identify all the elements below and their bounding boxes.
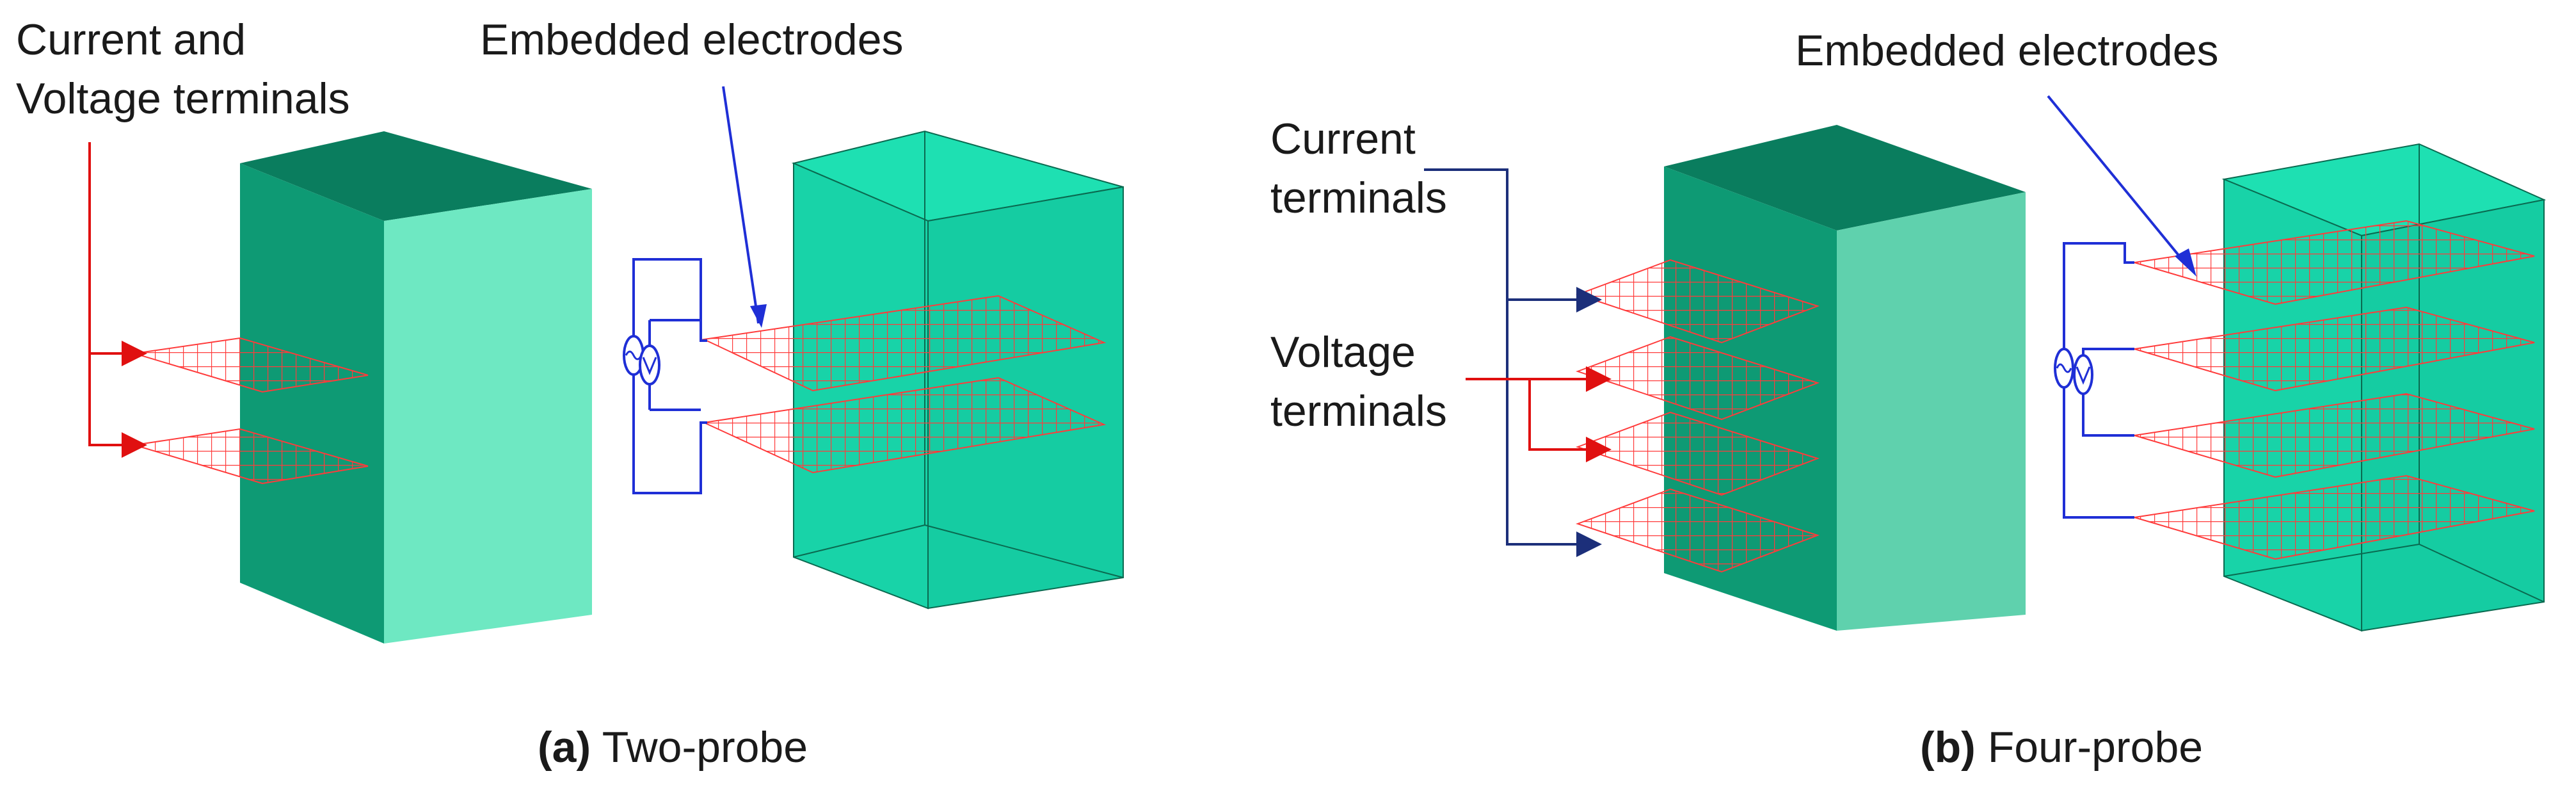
arrow-icon	[722, 86, 767, 328]
electrode-plane	[2134, 474, 2535, 560]
voltage-terminals-label-line2: terminals	[1270, 387, 1447, 435]
electrode-plane	[2134, 393, 2535, 478]
embedded-electrodes-label: Embedded electrodes	[480, 15, 904, 64]
voltmeter-icon	[639, 344, 660, 385]
current-terminals-label-line2: terminals	[1270, 174, 1447, 222]
solid-block-a-side	[384, 189, 592, 644]
electrode-plane	[1575, 336, 1820, 421]
solid-block-b-top	[1664, 125, 2026, 231]
voltage-terminals-label-line1: Voltage	[1270, 328, 1416, 377]
caption-b-text: Four-probe	[1976, 723, 2203, 772]
panel-a: Current and Voltage terminals Embedded e…	[16, 15, 1124, 772]
electrode-plane	[134, 428, 369, 485]
current-terminals-label-line1: Current	[1270, 115, 1416, 163]
electrode-plane	[1575, 259, 1820, 344]
electrode-plane	[2134, 220, 2535, 305]
electrode-plane	[701, 295, 1107, 392]
caption-a-text: Two-probe	[591, 723, 808, 772]
ac-source-icon	[2054, 348, 2074, 389]
caption-b-letter: (b)	[1920, 723, 1976, 772]
panel-b: Current terminals Voltage terminals Embe…	[1270, 26, 2547, 772]
solid-block-a	[240, 131, 592, 644]
solid-block-a-front	[240, 163, 384, 644]
electrode-plane	[2134, 306, 2535, 392]
arrow-icon	[2047, 95, 2196, 277]
voltmeter-icon	[2073, 354, 2093, 395]
embedded-electrodes-label: Embedded electrodes	[1795, 26, 2219, 75]
caption-a: (a) Two-probe	[538, 723, 808, 772]
two-probe-circuit	[623, 258, 707, 494]
current-terminal-wire	[1424, 168, 1602, 557]
voltage-terminal-wire	[1466, 366, 1612, 462]
solid-block-b-side	[1837, 192, 2026, 631]
terminals-label-line2: Voltage terminals	[16, 74, 350, 123]
electrode-plane	[1575, 488, 1820, 573]
terminal-wire-a	[88, 142, 147, 458]
electrode-plane	[701, 377, 1107, 474]
terminals-label-line1: Current and	[16, 15, 246, 64]
caption-b: (b) Four-probe	[1920, 723, 2203, 772]
electrode-plane	[1575, 411, 1820, 496]
four-probe-circuit	[2054, 242, 2134, 519]
caption-a-letter: (a)	[538, 723, 591, 772]
electrode-plane	[134, 337, 369, 393]
